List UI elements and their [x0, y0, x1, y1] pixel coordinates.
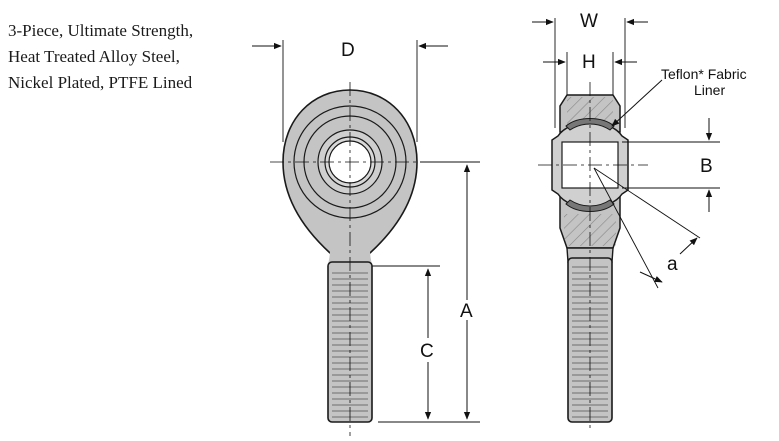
dimension-h: H	[543, 52, 637, 95]
callout-line-2: Liner	[694, 82, 725, 98]
label-c: C	[420, 341, 434, 362]
dimension-c: C	[372, 265, 440, 420]
dimension-b: B	[622, 118, 720, 212]
liner-bottom	[565, 199, 615, 212]
liner-callout: Teflon* Fabric Liner	[611, 66, 747, 127]
description-line-3: Nickel Plated, PTFE Lined	[8, 73, 193, 92]
label-b: B	[700, 156, 713, 177]
label-w: W	[580, 11, 598, 32]
label-h: H	[582, 52, 596, 73]
dimension-w: W	[532, 11, 648, 128]
dimension-d: D	[252, 40, 448, 142]
label-angle: a	[667, 254, 678, 275]
description-line-2: Heat Treated Alloy Steel,	[8, 47, 180, 66]
side-view	[538, 82, 648, 432]
product-description: 3-Piece, Ultimate Strength, Heat Treated…	[8, 18, 268, 96]
front-view	[270, 82, 430, 436]
label-a: A	[460, 301, 473, 322]
description-line-1: 3-Piece, Ultimate Strength,	[8, 21, 194, 40]
dimension-angle: a	[593, 167, 701, 289]
label-d: D	[341, 40, 355, 61]
dimension-a: A	[378, 161, 480, 423]
callout-line-1: Teflon* Fabric	[661, 66, 747, 82]
liner-top	[565, 118, 615, 131]
